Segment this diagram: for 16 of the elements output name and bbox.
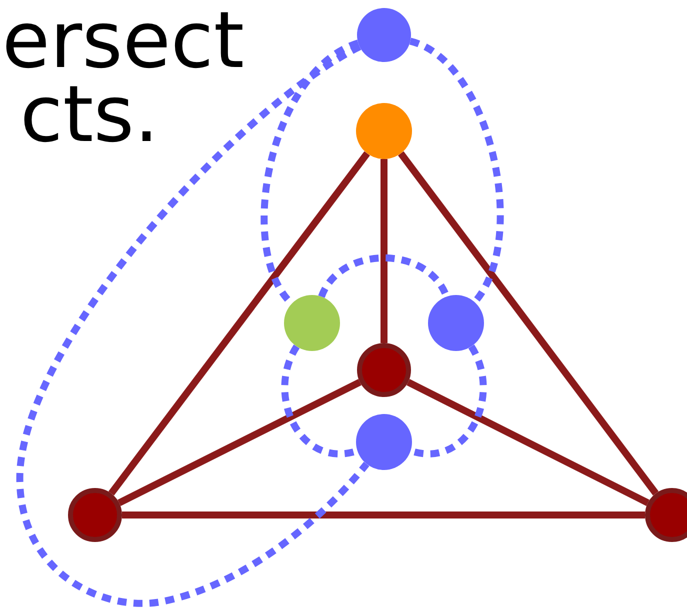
dashed-connector bbox=[318, 254, 450, 298]
connector-line bbox=[380, 159, 388, 343]
vertex-circle bbox=[357, 8, 411, 62]
dashed-connector bbox=[408, 38, 504, 304]
vertex-circle bbox=[68, 488, 122, 542]
connector-line bbox=[108, 151, 370, 496]
vertex-circle bbox=[645, 488, 687, 542]
vertex-circle bbox=[356, 103, 412, 159]
dashed-connector bbox=[16, 44, 370, 607]
vertex-circle bbox=[284, 295, 340, 351]
vertex-circle bbox=[357, 343, 411, 397]
connector-line bbox=[122, 512, 645, 518]
vertex-circle bbox=[428, 295, 484, 351]
connector-line bbox=[118, 378, 362, 506]
connector-line bbox=[406, 379, 650, 506]
connector-line bbox=[398, 151, 659, 496]
